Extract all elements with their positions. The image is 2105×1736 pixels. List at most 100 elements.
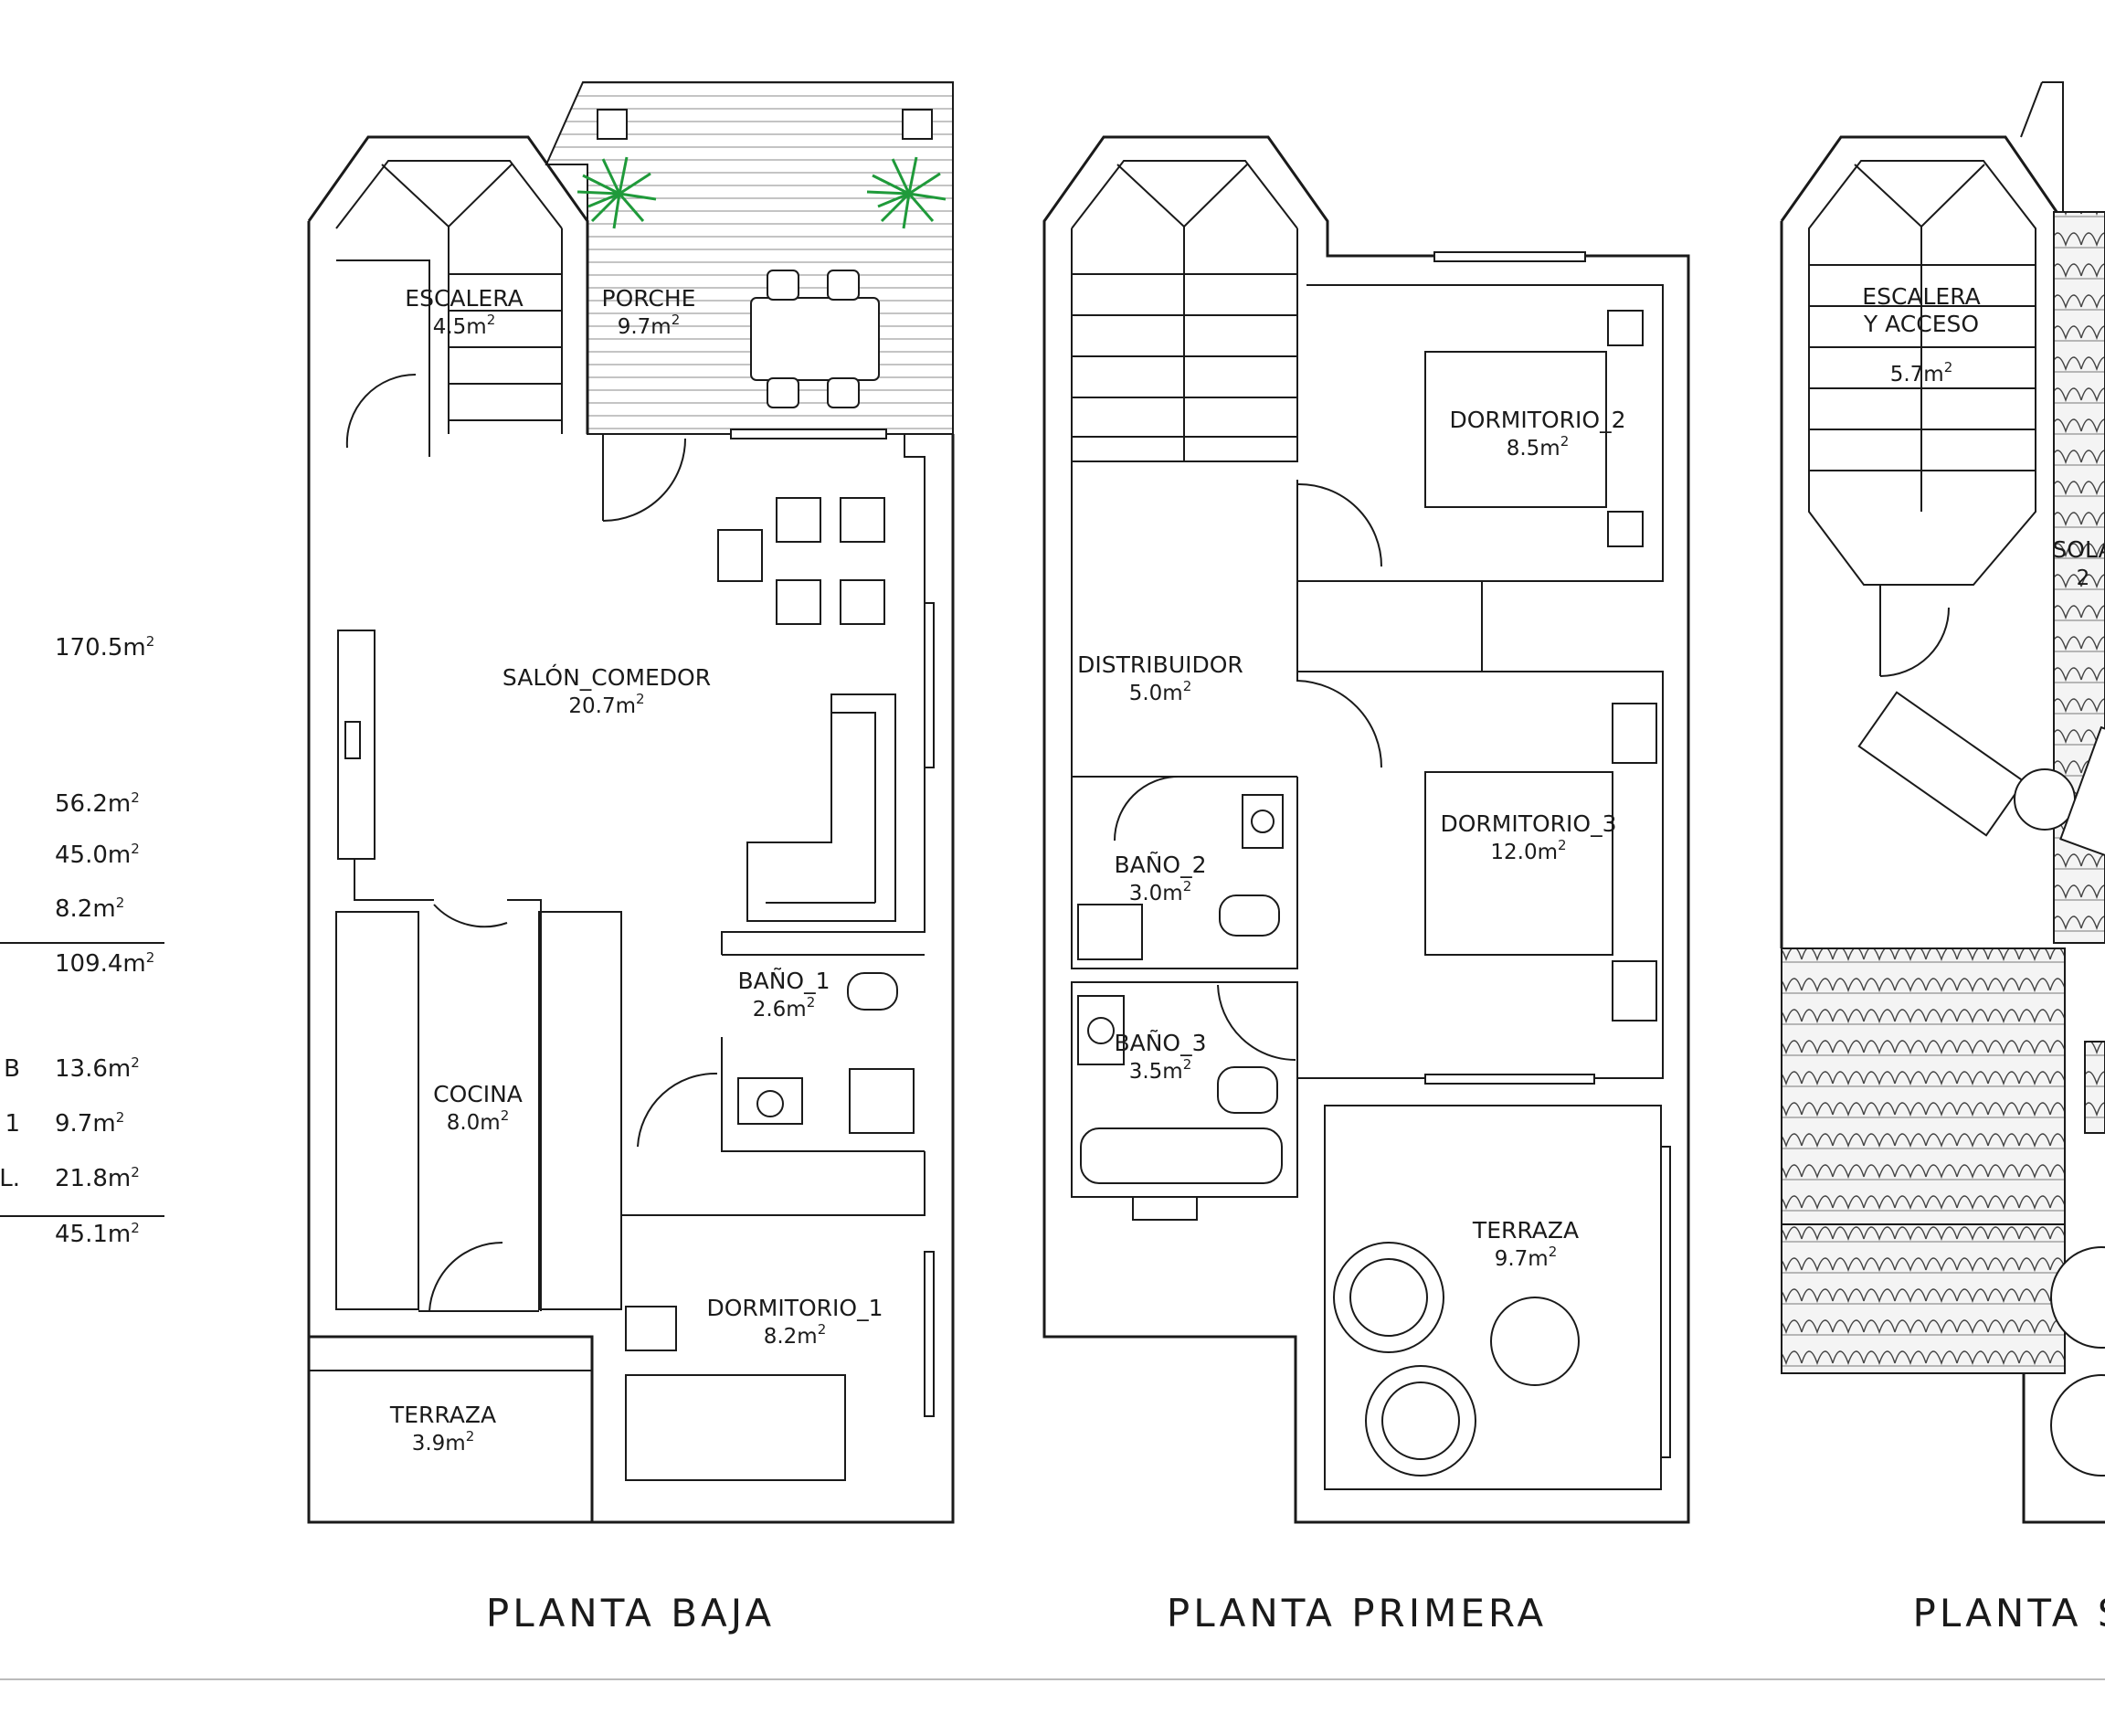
room-name: DORMITORIO_1: [706, 1295, 883, 1321]
bath-wall: [721, 954, 925, 1152]
nightstand: [1607, 511, 1644, 547]
toilet: [1217, 1066, 1278, 1114]
shower: [849, 1068, 915, 1134]
summary-row: 109.4m2: [55, 949, 154, 978]
chair: [767, 377, 799, 408]
area-exponent: 2: [636, 691, 645, 707]
nightstand: [1612, 703, 1657, 764]
room-name: SOLA: [2052, 536, 2105, 563]
bedroom-wall: [621, 1151, 926, 1216]
summary-value: 45.0m2: [55, 841, 140, 869]
bed: [1424, 351, 1607, 508]
window: [924, 1251, 935, 1417]
stair-wall: [336, 259, 430, 457]
area-exponent: 2: [116, 894, 125, 911]
area-exponent: 2: [1944, 359, 1953, 376]
shower: [1077, 904, 1143, 960]
chair: [767, 270, 799, 301]
roof-tiles: [2084, 1041, 2105, 1134]
kitchen-counter: [538, 911, 622, 1310]
room-label: DORMITORIO_312.0m2: [1440, 810, 1616, 864]
room-name: TERRAZA: [389, 1402, 496, 1428]
room-name: DORMITORIO_2: [1449, 407, 1625, 433]
room-name: BAÑO_2: [1114, 851, 1206, 878]
room-label: BAÑO_23.0m2: [1114, 851, 1206, 905]
stair-enclosure: [1071, 228, 1298, 462]
room-area: 8.2m2: [764, 1321, 827, 1349]
sofa-cushions: [766, 712, 876, 904]
door-swing: [637, 1072, 718, 1148]
area-exponent: 2: [1560, 433, 1570, 450]
exterior-wall: [1042, 135, 1690, 1524]
area-exponent: 2: [466, 1428, 475, 1445]
room-area: 4.5m2: [433, 312, 496, 339]
stair-tower-wall: [307, 135, 589, 434]
room-area: 2.6m2: [753, 994, 816, 1021]
area-exponent: 2: [116, 1109, 125, 1126]
interior-wall: [685, 433, 926, 955]
summary-row: 45.1m2: [55, 1220, 140, 1248]
area-exponent: 2: [131, 1164, 140, 1180]
summary-row: OL. 21.8m2: [0, 1164, 140, 1192]
stair-steps: [449, 228, 563, 434]
floor-title-baja: PLANTA BAJA: [486, 1591, 775, 1635]
room-name-line2: Y ACCESO: [1863, 311, 1979, 337]
plan-planta-baja: [307, 81, 955, 1524]
room-label: DORMITORIO_18.2m2: [706, 1295, 883, 1349]
door-swing: [1879, 585, 1950, 677]
summary-label: OL.: [0, 1165, 20, 1192]
stair-tower-cap: [2020, 81, 2064, 221]
stair-bay: [1071, 160, 1298, 229]
planter: [597, 109, 628, 140]
plan-planta-primera: [1042, 135, 1690, 1524]
toilet: [1219, 894, 1280, 937]
room-name: DORMITORIO_3: [1440, 810, 1616, 837]
window: [1433, 251, 1586, 262]
window: [924, 602, 935, 768]
summary-value: 170.5m2: [55, 633, 154, 662]
nightstand: [1607, 310, 1644, 346]
sofa: [746, 693, 896, 922]
door-swing: [1217, 984, 1296, 1061]
room-area: 20.7m2: [568, 691, 644, 718]
chair: [827, 270, 860, 301]
room-area: 5.0m2: [1129, 678, 1192, 705]
bathtub: [1080, 1127, 1283, 1184]
door-swing: [345, 373, 417, 449]
interior-wall: [1296, 581, 1663, 768]
summary-value: 21.8m2: [55, 1164, 140, 1192]
roof-tiles: [1781, 947, 2066, 1374]
room-name: ESCALERA: [405, 285, 523, 312]
area-exponent: 2: [1549, 1244, 1558, 1260]
nightstand: [625, 1306, 677, 1351]
bed: [1424, 771, 1613, 956]
summary-row: 45.0m2: [55, 841, 140, 869]
sink: [1242, 794, 1284, 849]
room-name: TERRAZA: [1472, 1217, 1579, 1244]
plan-planta-segunda: [1780, 81, 2105, 1524]
floor-title-primera: PLANTA PRIMERA: [1167, 1591, 1547, 1635]
bath-wall: [1071, 981, 1298, 1198]
room-area: 8.0m2: [447, 1107, 510, 1135]
summary-value: 45.1m2: [55, 1220, 140, 1248]
area-exponent: 2: [672, 312, 681, 328]
lounge-chair: [2050, 1374, 2105, 1477]
stair-arrow: [381, 164, 513, 434]
bedroom-wall: [1296, 284, 1664, 582]
exterior-wall: [587, 434, 955, 1524]
room-name: SALÓN_COMEDOR: [502, 663, 711, 691]
kitchen-counter: [335, 911, 419, 1310]
room-area: 8.5m2: [1507, 433, 1570, 460]
room-label: BAÑO_33.5m2: [1114, 1029, 1206, 1084]
sink-basin: [756, 1090, 784, 1117]
exterior-wall: [307, 221, 587, 1524]
window: [1132, 1196, 1198, 1221]
room-name: ESCALERA: [1862, 283, 1980, 310]
summary-label: B: [4, 1055, 20, 1083]
